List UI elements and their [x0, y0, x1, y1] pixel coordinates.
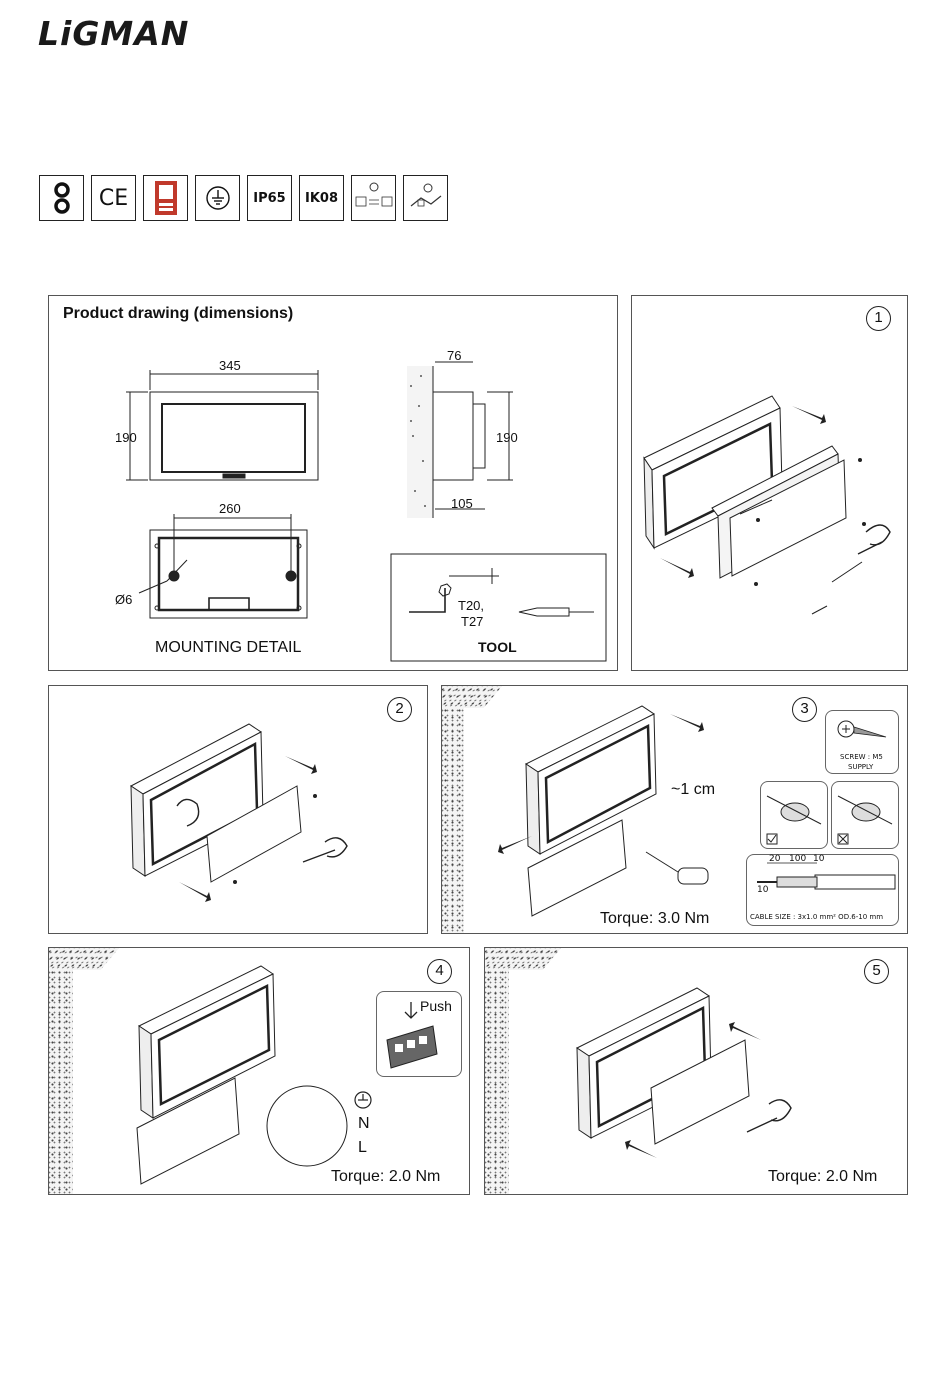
quality-label-icon — [143, 175, 188, 221]
front-width-label: 345 — [219, 358, 241, 373]
step-3-panel: ~1 cm SCREW : M5 SUPPLY 20 100 10 10 CAB… — [441, 685, 908, 934]
push-label: Push — [420, 998, 452, 1014]
side-depth-bottom-label: 105 — [451, 496, 473, 511]
emergency-wiring-icon — [403, 175, 448, 221]
step-4-torque: Torque: 2.0 Nm — [331, 1168, 440, 1186]
step-5-badge: 5 — [864, 959, 889, 984]
ik-rating-label: IK08 — [305, 191, 338, 206]
tool-label: TOOL — [478, 639, 517, 655]
ik-rating-icon: IK08 — [299, 175, 344, 221]
correct-mount-inset — [760, 781, 828, 849]
side-height-label: 190 — [496, 430, 518, 445]
strip-dim-10a: 10 — [813, 854, 824, 864]
product-drawing-title: Product drawing (dimensions) — [63, 305, 293, 323]
step-2-panel: 2 — [48, 685, 428, 934]
cable-size-label: CABLE SIZE : 3x1.0 mm² OD.6-10 mm — [750, 913, 883, 921]
screw-size-label: SCREW : M5 — [840, 753, 883, 761]
step-5-torque: Torque: 2.0 Nm — [768, 1168, 877, 1186]
ce-mark-icon: CE — [91, 175, 136, 221]
screw-icon — [826, 711, 900, 751]
brand-logo-text: LiGMAN — [38, 14, 189, 53]
wrong-mount-inset — [831, 781, 899, 849]
step-2-illustration — [49, 686, 428, 934]
safety-chain-icon — [39, 175, 84, 221]
step-2-badge: 2 — [387, 697, 412, 722]
step-3-badge: 3 — [792, 697, 817, 722]
step-4-panel: Push N L Torque: 2.0 Nm 4 — [48, 947, 470, 1195]
ip-rating-icon: IP65 — [247, 175, 292, 221]
brand-logo: LiGMAN — [38, 18, 228, 54]
strip-dim-10b: 10 — [757, 885, 768, 895]
screw-supply-label: SUPPLY — [848, 763, 873, 771]
step-1-panel: 1 — [631, 295, 908, 671]
strip-dim-100: 100 — [789, 854, 806, 864]
step-5-illustration — [485, 948, 908, 1195]
screw-inset: SCREW : M5 SUPPLY — [825, 710, 899, 774]
ip-rating-label: IP65 — [253, 191, 285, 206]
strip-dim-20: 20 — [769, 854, 780, 864]
ce-mark-label: CE — [99, 186, 128, 211]
step-1-badge: 1 — [866, 306, 891, 331]
step-5-panel: Torque: 2.0 Nm 5 — [484, 947, 908, 1195]
mount-spacing-label: 260 — [219, 501, 241, 516]
product-drawing-panel: Product drawing (dimensions) 345 190 260… — [48, 295, 618, 671]
mounting-detail-label: MOUNTING DETAIL — [155, 639, 301, 657]
tool-size-line1: T20, — [458, 598, 484, 613]
step-1-illustration — [632, 296, 908, 671]
earth-ground-icon — [195, 175, 240, 221]
front-height-label: 190 — [115, 430, 137, 445]
strip-length-label: ~1 cm — [671, 781, 715, 799]
voltage-range-icon — [351, 175, 396, 221]
side-depth-top-label: 76 — [447, 348, 461, 363]
step-3-torque: Torque: 3.0 Nm — [600, 910, 709, 928]
cable-strip-inset: 20 100 10 10 CABLE SIZE : 3x1.0 mm² OD.6… — [746, 854, 899, 926]
dimension-drawing — [49, 296, 618, 671]
hole-diameter-label: Ø6 — [115, 592, 132, 607]
live-terminal-label: L — [358, 1139, 367, 1157]
step-4-badge: 4 — [427, 959, 452, 984]
push-terminal-inset: Push — [376, 991, 462, 1077]
tool-size-line2: T27 — [461, 614, 483, 629]
neutral-terminal-label: N — [358, 1115, 370, 1133]
check-mark-icon — [761, 782, 829, 850]
cross-mark-icon — [832, 782, 900, 850]
